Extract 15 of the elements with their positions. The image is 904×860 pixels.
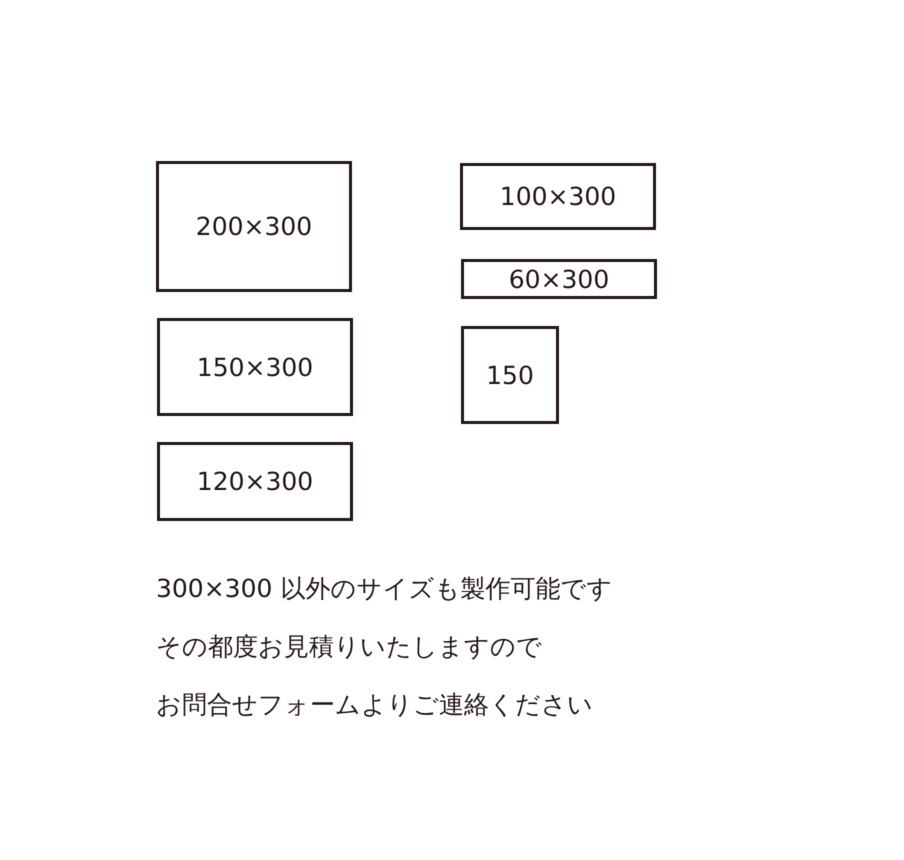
size-label: 200×300 [196, 212, 312, 241]
size-box [157, 318, 353, 416]
note-text: 300×300 以外のサイズも製作可能です [156, 573, 612, 605]
size-box [460, 163, 656, 230]
note-text: お問合せフォームよりご連絡ください [156, 689, 593, 721]
size-label: 150×300 [196, 352, 314, 382]
size-box [157, 442, 353, 521]
size-box [461, 259, 657, 299]
size-label: 150 [486, 360, 534, 390]
size-box [461, 326, 559, 424]
size-label: 60×300 [508, 264, 610, 294]
note-text: その都度お見積りいたしますので [156, 631, 542, 663]
size-box [156, 161, 352, 292]
size-label: 120×300 [196, 467, 314, 496]
size-label: 100×300 [500, 182, 616, 211]
